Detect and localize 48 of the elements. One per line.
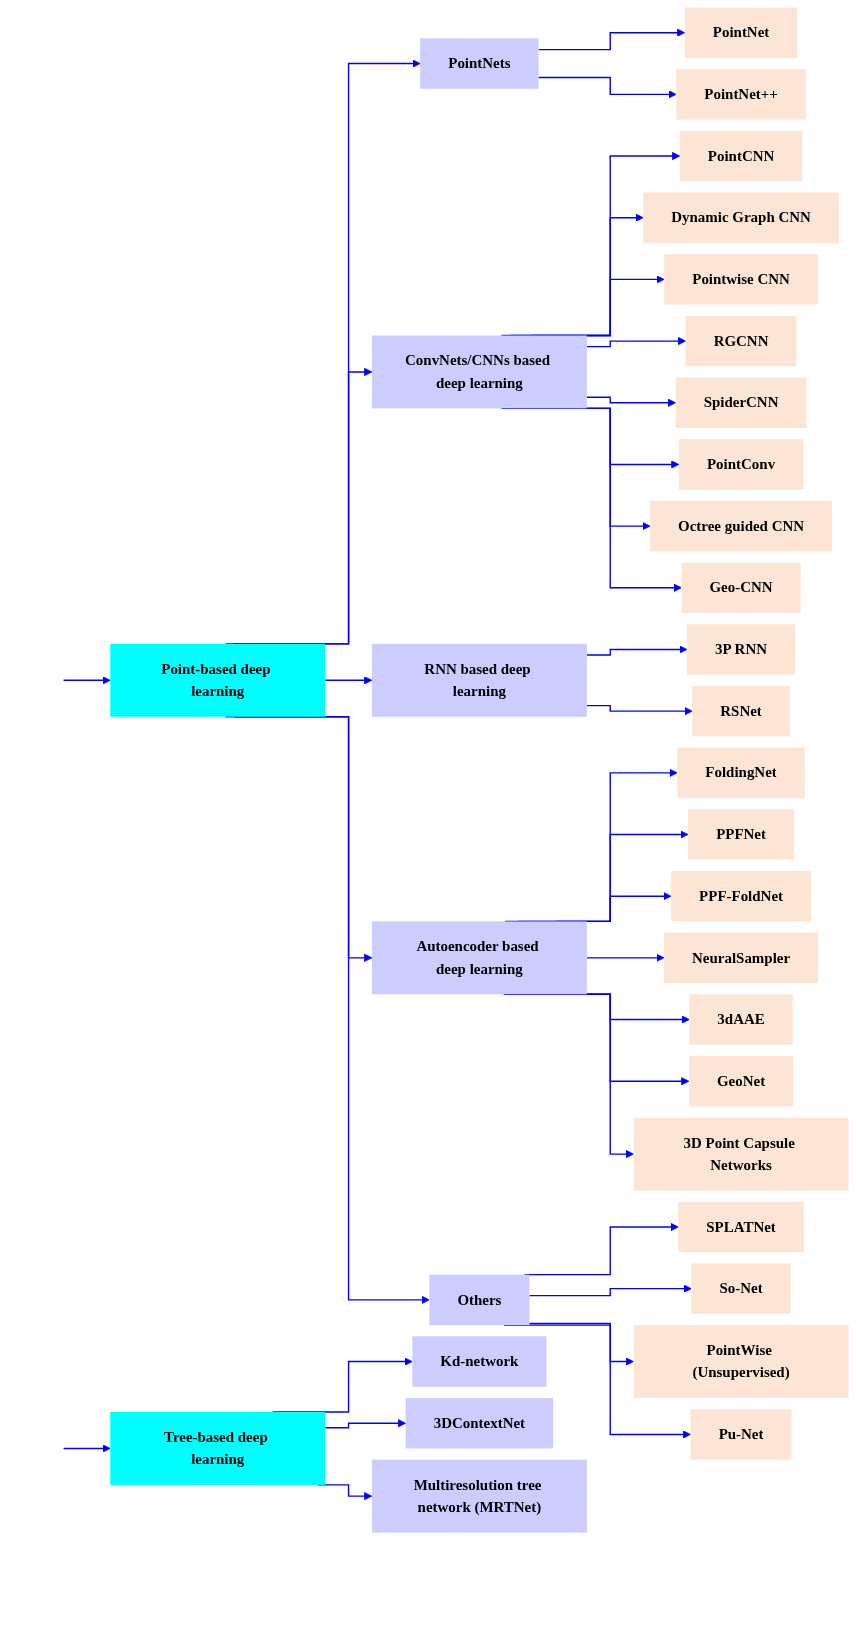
arrow bbox=[271, 1357, 413, 1413]
arrow bbox=[324, 1419, 407, 1429]
arrow bbox=[528, 1284, 692, 1297]
arrow bbox=[537, 76, 677, 99]
arrow bbox=[586, 396, 676, 407]
node-box: Multiresolution tree network (MRTNet) bbox=[371, 1459, 587, 1533]
node-box: RNN based deep learning bbox=[371, 643, 587, 717]
arrow bbox=[586, 953, 665, 962]
node-box: RGCNN bbox=[685, 315, 797, 367]
node-box: Autoencoder based deep learning bbox=[371, 921, 587, 995]
node-box: PointNet bbox=[684, 7, 798, 58]
node-box: PPF-FoldNet bbox=[671, 870, 812, 922]
node-box: PointConv bbox=[678, 439, 804, 490]
node-box: PointWise (Unsupervised) bbox=[633, 1325, 849, 1398]
node-box: Octree guided CNN bbox=[650, 500, 833, 552]
node-box: 3dAAE bbox=[689, 994, 793, 1045]
arrow bbox=[324, 676, 373, 685]
node-box: PointNet++ bbox=[676, 69, 806, 120]
node-box: GeoNet bbox=[688, 1056, 794, 1107]
node-box: Tree-based deep learning bbox=[110, 1412, 326, 1485]
arrow bbox=[528, 1322, 634, 1366]
node-box: Kd-network bbox=[412, 1336, 547, 1387]
arrow bbox=[537, 28, 686, 51]
node-box: SPLATNet bbox=[678, 1201, 804, 1253]
node-box: Dynamic Graph CNN bbox=[643, 192, 839, 243]
node-box: Point-based deep learning bbox=[110, 643, 326, 717]
arrow bbox=[317, 1484, 373, 1501]
node-box: SpiderCNN bbox=[675, 377, 807, 428]
node-box: 3DContextNet bbox=[405, 1398, 554, 1449]
node-box: PointNets bbox=[420, 38, 539, 89]
node-box: ConvNets/CNNs based deep learning bbox=[371, 335, 587, 409]
node-box: RSNet bbox=[692, 685, 790, 737]
node-box: 3D Point Capsule Networks bbox=[633, 1117, 849, 1191]
node-box: Others bbox=[429, 1274, 530, 1326]
node-box: 3P RNN bbox=[687, 624, 796, 675]
node-box: Pu-Net bbox=[690, 1409, 792, 1460]
arrow bbox=[62, 1444, 111, 1453]
node-box: Pointwise CNN bbox=[664, 254, 818, 305]
node-box: NeuralSampler bbox=[664, 932, 819, 984]
node-box: So-Net bbox=[691, 1263, 791, 1314]
arrow bbox=[586, 645, 688, 656]
node-box: Geo-CNN bbox=[681, 562, 801, 614]
node-box: FoldingNet bbox=[677, 747, 805, 799]
arrow bbox=[62, 676, 111, 685]
arrow bbox=[586, 337, 686, 348]
node-box: PPFNet bbox=[688, 809, 794, 860]
arrow bbox=[586, 704, 693, 716]
node-box: PointCNN bbox=[679, 130, 803, 182]
